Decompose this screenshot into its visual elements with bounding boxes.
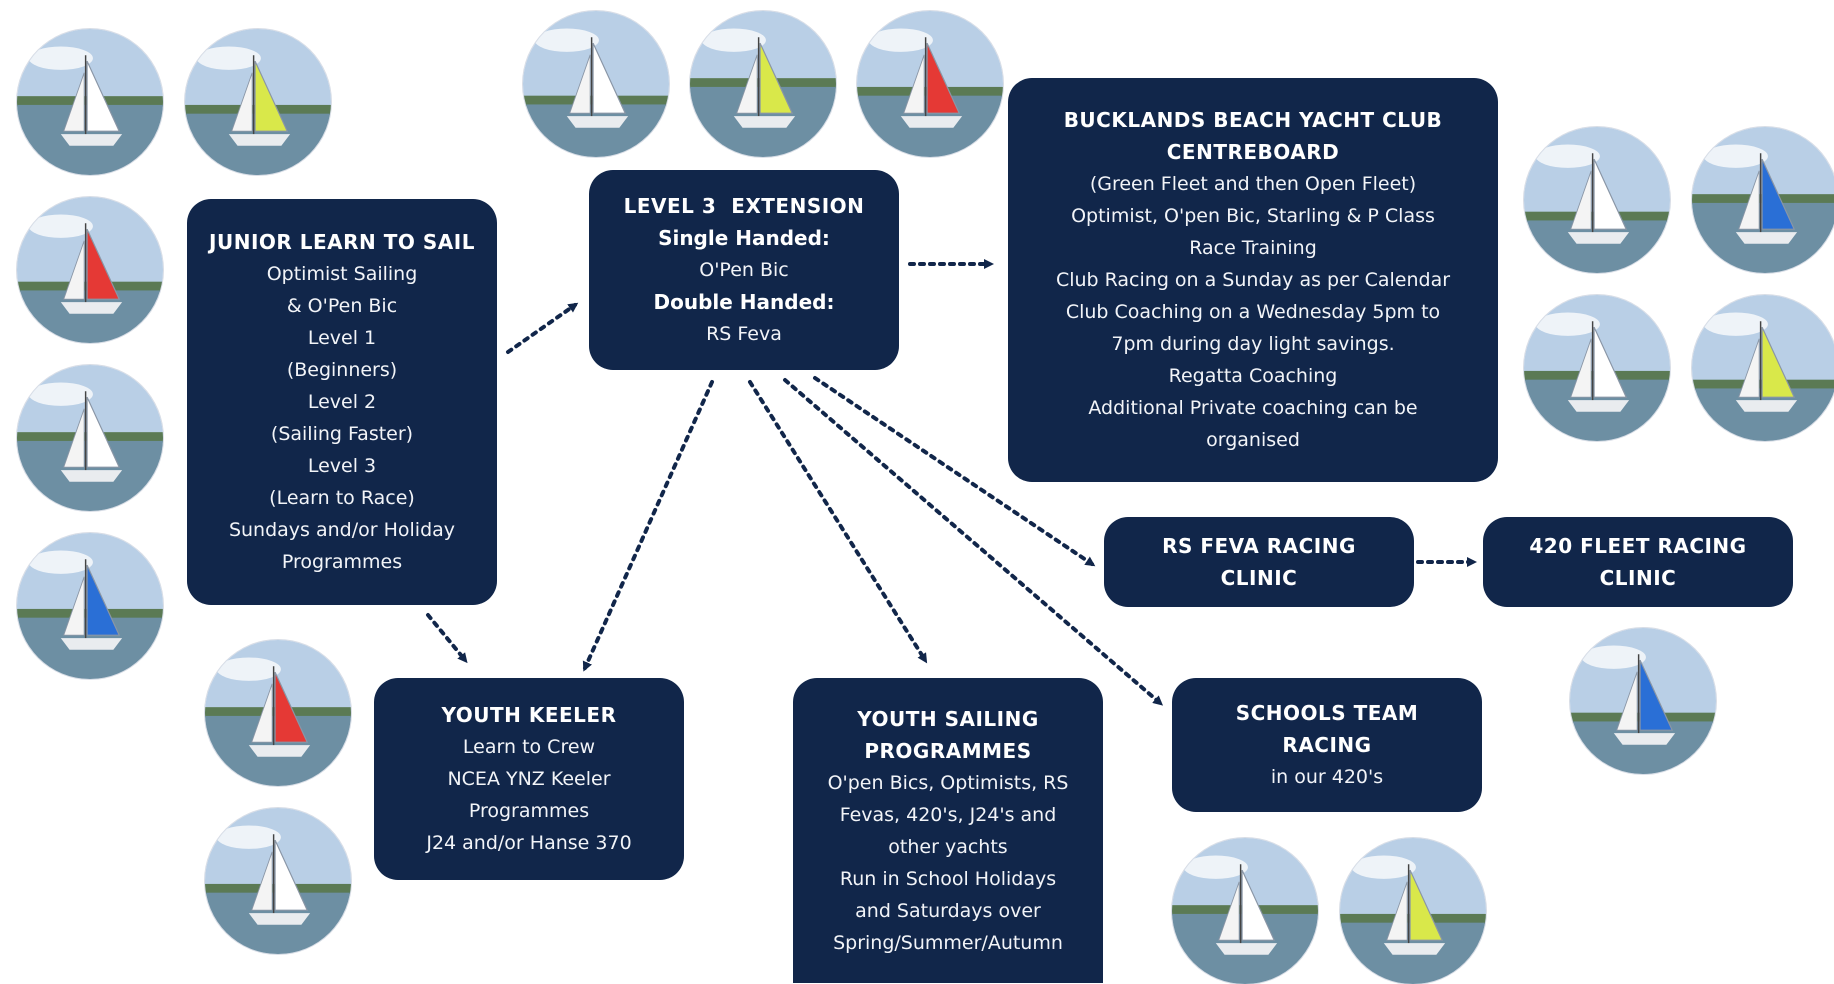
keeler-line: Programmes [468,800,590,822]
sailing-photo-p-class-fleet [1692,295,1834,441]
sailing-photo-kids-group [17,197,163,343]
sailing-photo-p-class [1524,295,1670,441]
junior-line: Programmes [281,551,403,573]
bucklands-line: Race Training [1189,237,1317,259]
junior-line: Level 3 [307,455,377,477]
level3-double-handed: Double Handed: [653,290,835,314]
junior-line: (Beginners) [286,359,398,381]
bucklands-line: Regatta Coaching [1168,365,1338,387]
junior-line: Sundays and/or Holiday [228,519,456,541]
bucklands-title: BUCKLANDS BEACH YACHT CLUB [1063,108,1443,132]
schools-title: SCHOOLS TEAM [1235,701,1419,725]
sailing-photo-opti-racing [1524,127,1670,273]
sailing-photo-feva-crew [690,11,836,157]
junior-line: Optimist Sailing [266,263,418,285]
junior-line: (Sailing Faster) [270,423,414,445]
youth-title: PROGRAMMES [864,738,1032,763]
bucklands-line: 7pm during day light savings. [1111,333,1395,355]
schools-line: in our 420's [1270,766,1384,788]
youth-line: O'pen Bics, Optimists, RS [827,771,1069,794]
rsfeva-title: CLINIC [1220,566,1298,590]
level3-extension-box: LEVEL 3 EXTENSION Single Handed: O'Pen B… [589,170,899,370]
level3-single-class: O'Pen Bic [699,259,789,281]
arrow-level3-to-youth [748,380,928,664]
sailing-photo-boats-rigged [17,533,163,679]
sailing-photo-bic-sailing [857,11,1003,157]
level3-double-class: RS Feva [706,323,782,345]
rs-feva-racing-clinic-box: RS FEVA RACING CLINIC [1104,517,1414,607]
junior-line: Level 2 [307,391,377,413]
youth-line: Fevas, 420's, J24's and [839,803,1057,826]
arrow-junior-to-keeler [426,613,468,664]
bucklands-line: Club Racing on a Sunday as per Calendar [1055,269,1451,291]
bucklands-line: Club Coaching on a Wednesday 5pm to [1065,301,1441,323]
keeler-line: Learn to Crew [462,736,596,758]
sailing-photo-420-upwind [1570,628,1716,774]
sailing-photo-feva-shore [523,11,669,157]
junior-learn-to-sail-box: JUNIOR LEARN TO SAIL Optimist Sailing & … [187,199,497,605]
youth-line: and Saturdays over [855,899,1041,922]
sailing-photo-kids-boats [17,365,163,511]
youth-sailing-programmes-box: YOUTH SAILING PROGRAMMES O'pen Bics, Opt… [793,678,1103,983]
keeler-line: J24 and/or Hanse 370 [426,832,632,854]
arrow-level3-to-keeler [582,380,714,672]
level3-title: LEVEL 3 EXTENSION [623,194,865,218]
sailing-photo-beach-optimists [17,29,163,175]
rsfeva-title: RS FEVA RACING [1162,534,1356,558]
schools-title: RACING [1282,733,1372,757]
sailing-photo-opti-marks [1692,127,1834,273]
junior-line: & O'Pen Bic [286,295,398,317]
junior-title: JUNIOR LEARN TO SAIL [209,230,475,254]
fleet420-title: 420 FLEET RACING [1529,534,1747,558]
arrow-level3-to-schools [783,378,1164,706]
youth-title: YOUTH SAILING [857,706,1039,731]
fleet420-racing-clinic-box: 420 FLEET RACING CLINIC [1483,517,1793,607]
sailing-photo-keeler-crew [205,640,351,786]
sailing-photo-420-hiking [1340,838,1486,984]
level3-single-handed: Single Handed: [658,226,830,250]
bucklands-line: Optimist, O'pen Bic, Starling & P Class [1071,205,1435,227]
youth-line: other yachts [888,835,1008,858]
bucklands-line: Additional Private coaching can be [1088,397,1418,419]
schools-team-racing-box: SCHOOLS TEAM RACING in our 420's [1172,678,1482,812]
arrow-junior-to-level3 [506,302,579,354]
youth-line: Run in School Holidays [839,867,1057,890]
sailing-photo-optimist-launch [185,29,331,175]
youth-line: Spring/Summer/Autumn [833,931,1063,954]
junior-line: (Learn to Race) [269,487,415,509]
keeler-line: NCEA YNZ Keeler [447,768,611,790]
sailing-photo-420-team [1172,838,1318,984]
youth-keeler-box: YOUTH KEELER Learn to Crew NCEA YNZ Keel… [374,678,684,880]
bucklands-title: CENTREBOARD [1166,140,1340,164]
bucklands-centreboard-box: BUCKLANDS BEACH YACHT CLUB CENTREBOARD (… [1008,78,1498,482]
keeler-title: YOUTH KEELER [441,703,617,727]
bucklands-line: (Green Fleet and then Open Fleet) [1089,173,1417,195]
fleet420-title: CLINIC [1599,566,1677,590]
bucklands-line: organised [1206,429,1300,451]
junior-line: Level 1 [307,327,377,349]
arrow-level3-to-rsfeva [813,376,1096,567]
sailing-photo-keeler-yacht [205,808,351,954]
